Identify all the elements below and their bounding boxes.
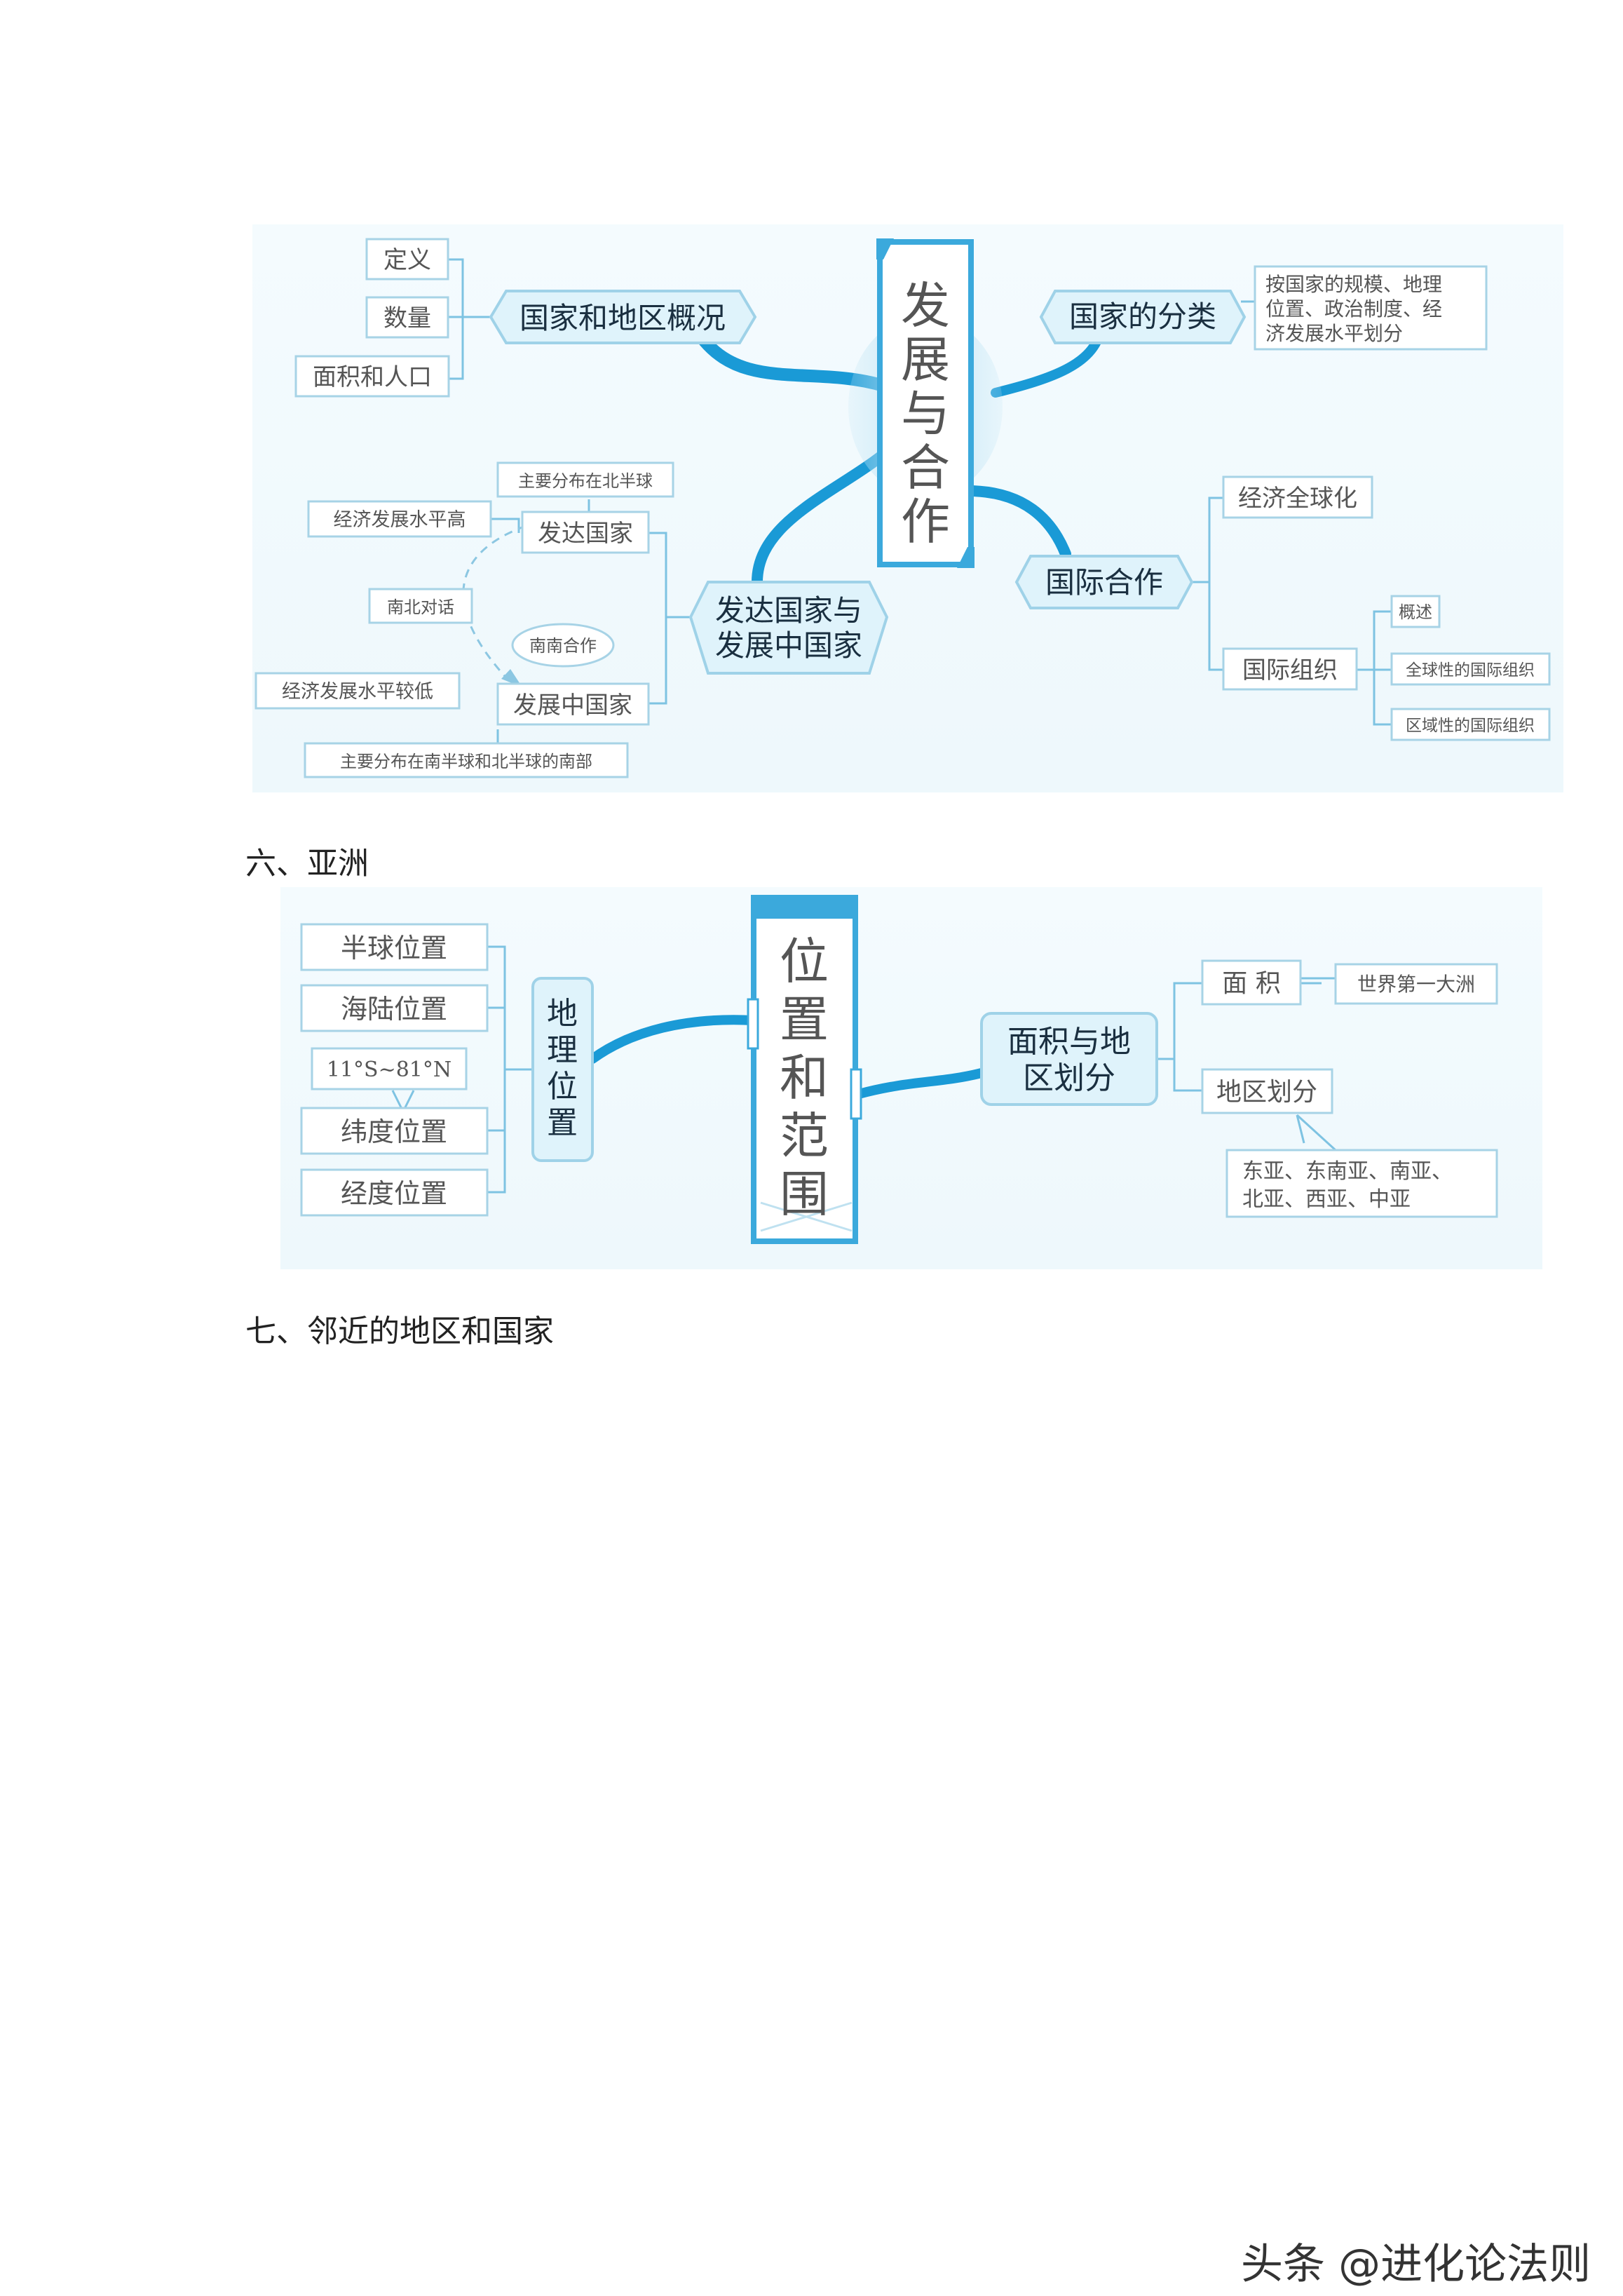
map1-center-label-1: 发 xyxy=(901,277,950,335)
branch-country-overview: 国家和地区概况 xyxy=(489,290,757,344)
svg-text:按国家的规模、地理: 按国家的规模、地理 xyxy=(1265,273,1442,296)
area-division-label-2: 区划分 xyxy=(1023,1060,1115,1096)
geo-location-label-2: 理 xyxy=(547,1032,578,1068)
area-note: 世界第一大洲 xyxy=(1334,963,1498,1005)
svg-text:面积和人口: 面积和人口 xyxy=(313,363,432,391)
section-heading-neighbors: 七、邻近的地区和国家 xyxy=(245,1314,554,1349)
map2-center-label-5: 围 xyxy=(780,1166,829,1223)
international-organization: 国际组织 xyxy=(1222,647,1358,691)
map2-center-label-1: 位 xyxy=(780,933,829,990)
svg-text:概述: 概述 xyxy=(1399,602,1432,622)
org-overview: 概述 xyxy=(1390,595,1441,628)
overview-item-count: 数量 xyxy=(365,296,449,339)
svg-text:经济发展水平高: 经济发展水平高 xyxy=(334,509,466,531)
svg-text:南北对话: 南北对话 xyxy=(387,597,454,617)
svg-text:定义: 定义 xyxy=(383,246,431,274)
branch-international-cooperation-label: 国际合作 xyxy=(1045,565,1163,600)
svg-text:发展中国家: 发展中国家 xyxy=(513,691,632,720)
watermark: 头条 @进化论法则 xyxy=(1241,2240,1591,2289)
map2: 位 置 和 范 围 地 理 位 置 半球位置 海陆位置 11°S~81°N xyxy=(280,887,1542,1269)
map2-center-node: 位 置 和 范 围 xyxy=(747,895,862,1244)
svg-text:纬度位置: 纬度位置 xyxy=(341,1116,447,1147)
map1-center-label-3: 与 xyxy=(901,385,950,443)
branch-geographic-location: 地 理 位 置 xyxy=(531,977,594,1162)
overview-item-definition: 定义 xyxy=(365,238,449,281)
south-south-cooperation: 南南合作 xyxy=(511,623,615,668)
svg-text:区域性的国际组织: 区域性的国际组织 xyxy=(1406,717,1535,735)
map1-center-node: 发 展 与 合 作 xyxy=(848,238,1003,568)
map1-center-label-4: 合 xyxy=(901,439,950,497)
svg-text:经度位置: 经度位置 xyxy=(341,1178,447,1209)
svg-text:11°S~81°N: 11°S~81°N xyxy=(327,1058,451,1082)
geo-location-label-1: 地 xyxy=(547,996,578,1032)
svg-text:经济发展水平较低: 经济发展水平较低 xyxy=(282,681,433,703)
svg-text:南南合作: 南南合作 xyxy=(529,636,597,656)
geo-location-label-3: 位 xyxy=(547,1069,578,1105)
branch-developed-developing-label-1: 发达国家与 xyxy=(715,593,862,628)
svg-text:主要分布在北半球: 主要分布在北半球 xyxy=(518,471,653,491)
org-regional: 区域性的国际组织 xyxy=(1390,708,1551,741)
svg-text:数量: 数量 xyxy=(383,304,431,332)
developed-level: 经济发展水平高 xyxy=(307,500,492,538)
svg-text:位置、政治制度、经: 位置、政治制度、经 xyxy=(1265,297,1442,320)
area-box: 面 积 xyxy=(1201,959,1302,1006)
branch-area-division: 面积与地 区划分 xyxy=(980,1012,1158,1106)
map1-center-label-2: 展 xyxy=(901,331,950,389)
branch-developed-developing-label-2: 发展中国家 xyxy=(715,628,862,663)
svg-text:半球位置: 半球位置 xyxy=(341,933,447,964)
latitude-position: 纬度位置 xyxy=(300,1107,489,1155)
svg-text:经济全球化: 经济全球化 xyxy=(1238,485,1357,513)
hemisphere-position: 半球位置 xyxy=(300,923,489,971)
svg-text:面 积: 面 积 xyxy=(1222,969,1280,998)
svg-text:主要分布在南半球和北半球的南部: 主要分布在南半球和北半球的南部 xyxy=(340,752,592,771)
developing-distribution: 主要分布在南半球和北半球的南部 xyxy=(304,742,629,778)
map2-center-label-3: 和 xyxy=(780,1049,829,1107)
region-division-note: 东亚、东南亚、南亚、 北亚、西亚、中亚 xyxy=(1225,1149,1498,1218)
branch-developed-developing: 发达国家与 发展中国家 xyxy=(688,581,889,675)
branch-country-classification: 国家的分类 xyxy=(1039,290,1247,344)
developed-distribution: 主要分布在北半球 xyxy=(496,461,674,498)
svg-text:世界第一大洲: 世界第一大洲 xyxy=(1357,973,1475,996)
land-sea-position: 海陆位置 xyxy=(300,984,489,1032)
north-south-dialogue: 南北对话 xyxy=(368,588,473,624)
economic-globalization: 经济全球化 xyxy=(1222,475,1373,519)
map1: 发 展 与 合 作 国家和地区概况 定义 数量 面积和人口 国家的分类 xyxy=(252,224,1563,792)
org-global: 全球性的国际组织 xyxy=(1390,652,1551,686)
region-division: 地区划分 xyxy=(1201,1068,1333,1114)
developing-country: 发展中国家 xyxy=(496,682,650,726)
branch-country-overview-label: 国家和地区概况 xyxy=(520,301,726,335)
map1-center-label-5: 作 xyxy=(901,493,950,551)
classification-note: 按国家的规模、地理 位置、政治制度、经 济发展水平划分 xyxy=(1254,265,1488,351)
area-division-label-1: 面积与地 xyxy=(1007,1024,1131,1060)
section-heading-asia: 六、亚洲 xyxy=(245,846,369,882)
map2-center-label-2: 置 xyxy=(780,991,829,1048)
svg-text:全球性的国际组织: 全球性的国际组织 xyxy=(1406,661,1535,680)
developing-level: 经济发展水平较低 xyxy=(254,672,461,710)
dialogue-dashed-line xyxy=(462,525,527,685)
svg-text:北亚、西亚、中亚: 北亚、西亚、中亚 xyxy=(1242,1187,1411,1212)
latitude-range: 11°S~81°N xyxy=(311,1047,468,1090)
svg-text:地区划分: 地区划分 xyxy=(1216,1078,1317,1107)
branch-country-classification-label: 国家的分类 xyxy=(1069,299,1216,334)
developed-country: 发达国家 xyxy=(521,511,650,554)
svg-text:东亚、东南亚、南亚、: 东亚、东南亚、南亚、 xyxy=(1242,1159,1453,1184)
svg-text:国际组织: 国际组织 xyxy=(1242,656,1338,684)
svg-text:海陆位置: 海陆位置 xyxy=(341,994,447,1025)
svg-text:济发展水平划分: 济发展水平划分 xyxy=(1265,322,1403,345)
geo-location-label-4: 置 xyxy=(547,1105,578,1141)
overview-item-area-population: 面积和人口 xyxy=(294,355,450,398)
branch-international-cooperation: 国际合作 xyxy=(1014,555,1194,609)
map2-center-label-4: 范 xyxy=(780,1107,829,1165)
map2-connectors xyxy=(588,1015,986,1099)
map1-brackets xyxy=(449,258,1402,743)
svg-text:发达国家: 发达国家 xyxy=(538,520,633,548)
longitude-position: 经度位置 xyxy=(300,1168,489,1217)
